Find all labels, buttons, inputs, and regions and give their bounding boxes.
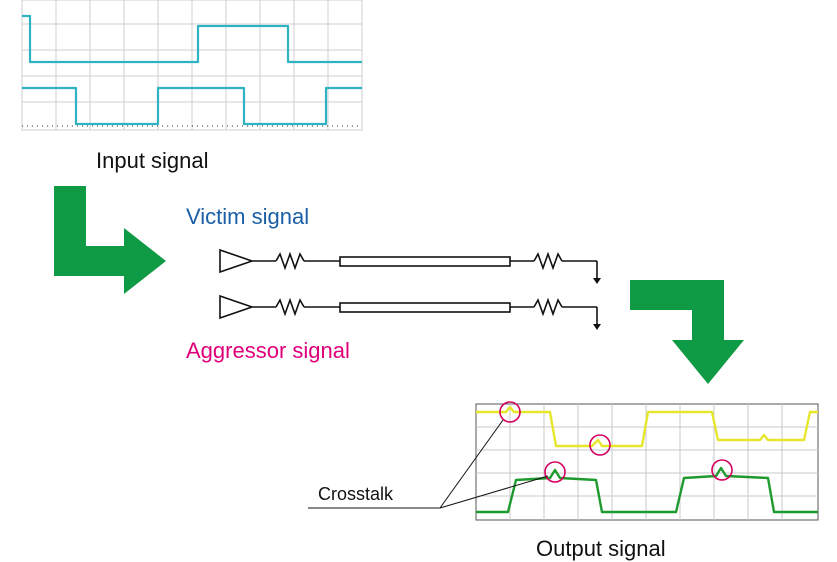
aggressor-source-resistor-icon bbox=[275, 297, 305, 317]
input-signal-scope bbox=[21, 0, 363, 131]
crosstalk-marker-3 bbox=[544, 461, 566, 483]
input-trace-upper bbox=[22, 14, 362, 64]
crosstalk-marker-1 bbox=[499, 401, 521, 423]
output-victim-trace bbox=[476, 405, 818, 448]
victim-driver-icon bbox=[219, 248, 255, 274]
input-scope-grid bbox=[22, 0, 362, 130]
flow-arrow-right-down bbox=[630, 280, 744, 384]
crosstalk-marker-4 bbox=[711, 459, 733, 481]
aggressor-transmission-line bbox=[339, 302, 511, 313]
crosstalk-leader-lines bbox=[308, 419, 549, 509]
crosstalk-marker-2 bbox=[589, 434, 611, 456]
victim-termination-resistor-icon bbox=[533, 251, 563, 271]
output-signal-label: Output signal bbox=[536, 536, 666, 561]
input-signal-label: Input signal bbox=[96, 148, 209, 173]
victim-signal-label: Victim signal bbox=[186, 204, 309, 229]
output-aggressor-trace bbox=[476, 466, 818, 514]
input-trace-lower bbox=[22, 86, 362, 126]
aggressor-driver-icon bbox=[219, 294, 255, 320]
output-signal-scope bbox=[475, 401, 819, 521]
aggressor-line-circuit bbox=[219, 294, 598, 324]
victim-source-resistor-icon bbox=[275, 251, 305, 271]
victim-transmission-line bbox=[339, 256, 511, 267]
flow-arrow-down-right bbox=[54, 186, 166, 294]
crosstalk-label: Crosstalk bbox=[318, 484, 394, 504]
aggressor-signal-label: Aggressor signal bbox=[186, 338, 350, 363]
aggressor-termination-resistor-icon bbox=[533, 297, 563, 317]
victim-line-circuit bbox=[219, 248, 598, 278]
aggressor-ground-arrow-icon bbox=[593, 324, 601, 330]
victim-ground-arrow-icon bbox=[593, 278, 601, 284]
